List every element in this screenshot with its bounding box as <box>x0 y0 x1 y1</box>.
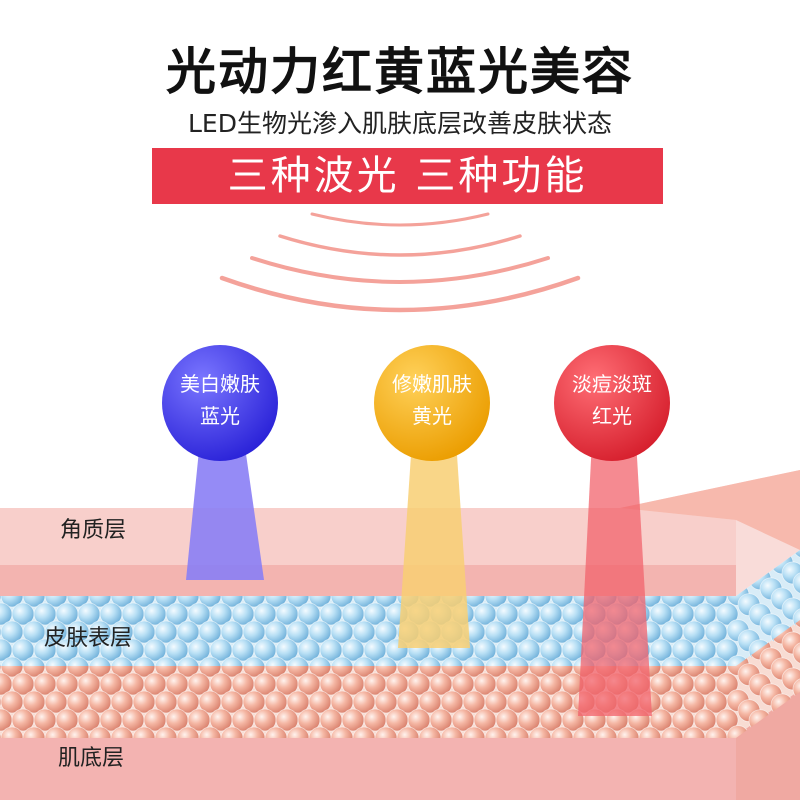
skin-cell <box>462 726 486 738</box>
skin-cell <box>682 726 706 738</box>
skin-cell <box>374 656 398 668</box>
skin-cell <box>0 656 24 668</box>
layer-label-dermis: 肌底层 <box>58 746 125 771</box>
yellow-light-function: 修嫩肌肤 <box>392 372 472 396</box>
skin-cell <box>286 726 310 738</box>
skin-cell <box>176 656 200 668</box>
skin-cell <box>660 656 684 668</box>
banner: 三种波光 三种功能 <box>152 148 663 204</box>
red-light-beam <box>578 440 652 716</box>
skin-cell <box>176 726 200 738</box>
skin-cell <box>550 656 574 668</box>
skin-cell <box>44 726 68 738</box>
skin-cell <box>682 656 706 668</box>
skin-cell <box>264 726 288 738</box>
skin-cell <box>154 656 178 668</box>
skin-cell <box>330 656 354 668</box>
skin-cell <box>704 656 728 668</box>
skin-cell <box>792 571 800 595</box>
skin-cell <box>264 656 288 668</box>
skin-cell <box>110 656 134 668</box>
skin-cell <box>220 656 244 668</box>
yellow-light-beam <box>398 440 470 648</box>
page-title: 光动力红黄蓝光美容 <box>166 43 634 101</box>
light-waves <box>219 212 581 313</box>
skin-cell <box>572 726 596 738</box>
skin-cell <box>792 620 800 629</box>
skin-cell <box>132 726 156 738</box>
skin-cell <box>418 726 442 738</box>
skin-cell <box>198 726 222 738</box>
skin-cell <box>44 656 68 668</box>
yellow-light-name: 黄光 <box>412 404 452 428</box>
skin-cell <box>715 708 739 732</box>
red-light-name: 红光 <box>592 404 632 428</box>
skin-cell <box>330 726 354 738</box>
skin-cell <box>308 656 332 668</box>
skin-cell <box>462 656 486 668</box>
skin-cell <box>594 726 618 738</box>
skin-cell <box>22 726 46 738</box>
skin-cell <box>550 726 574 738</box>
skin-cell <box>616 726 640 738</box>
skin-cell <box>506 656 530 668</box>
skin-cell <box>66 726 90 738</box>
skin-cell <box>242 726 266 738</box>
skin-cell <box>374 726 398 738</box>
skin-cell <box>66 656 90 668</box>
skin-cell <box>440 726 464 738</box>
page-subtitle: LED生物光渗入肌肤底层改善皮肤状态 <box>188 109 612 138</box>
skin-cell <box>220 726 244 738</box>
skin-cell <box>352 726 376 738</box>
layer-label-epidermis: 皮肤表层 <box>44 626 133 651</box>
skin-cell <box>528 656 552 668</box>
skin-cell <box>286 656 310 668</box>
skin-cell <box>715 602 739 626</box>
skin-cell <box>704 726 728 738</box>
skin-cell <box>484 726 508 738</box>
layer-label-stratum-corneum: 角质层 <box>60 518 127 543</box>
skin-cell <box>484 656 508 668</box>
skin-cell <box>88 656 112 668</box>
blue-light-name: 蓝光 <box>200 404 240 428</box>
skin-cell <box>715 638 739 662</box>
light-circles <box>162 345 670 461</box>
skin-cell <box>638 726 662 738</box>
yellow-light-circle <box>374 345 490 461</box>
skin-cell <box>396 726 420 738</box>
skin-cell <box>506 726 530 738</box>
skin-cell <box>198 656 222 668</box>
skin-cell <box>88 726 112 738</box>
blue-light-function: 美白嫩肤 <box>180 372 260 396</box>
light-beams <box>186 440 652 716</box>
skin-cell <box>352 656 376 668</box>
skin-cell <box>715 672 739 696</box>
skin-cell <box>242 656 266 668</box>
skin-cell <box>154 726 178 738</box>
skin-cell <box>418 656 442 668</box>
red-light-circle <box>554 345 670 461</box>
skin-cell <box>308 726 332 738</box>
skin-cell <box>0 726 24 738</box>
skin-cell <box>660 726 684 738</box>
skin-cell <box>110 726 134 738</box>
skin-cell <box>528 726 552 738</box>
blue-light-circle <box>162 345 278 461</box>
skin-cell <box>792 641 800 665</box>
skin-cell <box>396 656 420 668</box>
skin-cell <box>22 656 46 668</box>
red-light-function: 淡痘淡斑 <box>572 372 652 396</box>
skin-cell <box>132 656 156 668</box>
blue-light-beam <box>186 440 264 580</box>
skin-cell <box>792 550 800 559</box>
skin-cell <box>440 656 464 668</box>
